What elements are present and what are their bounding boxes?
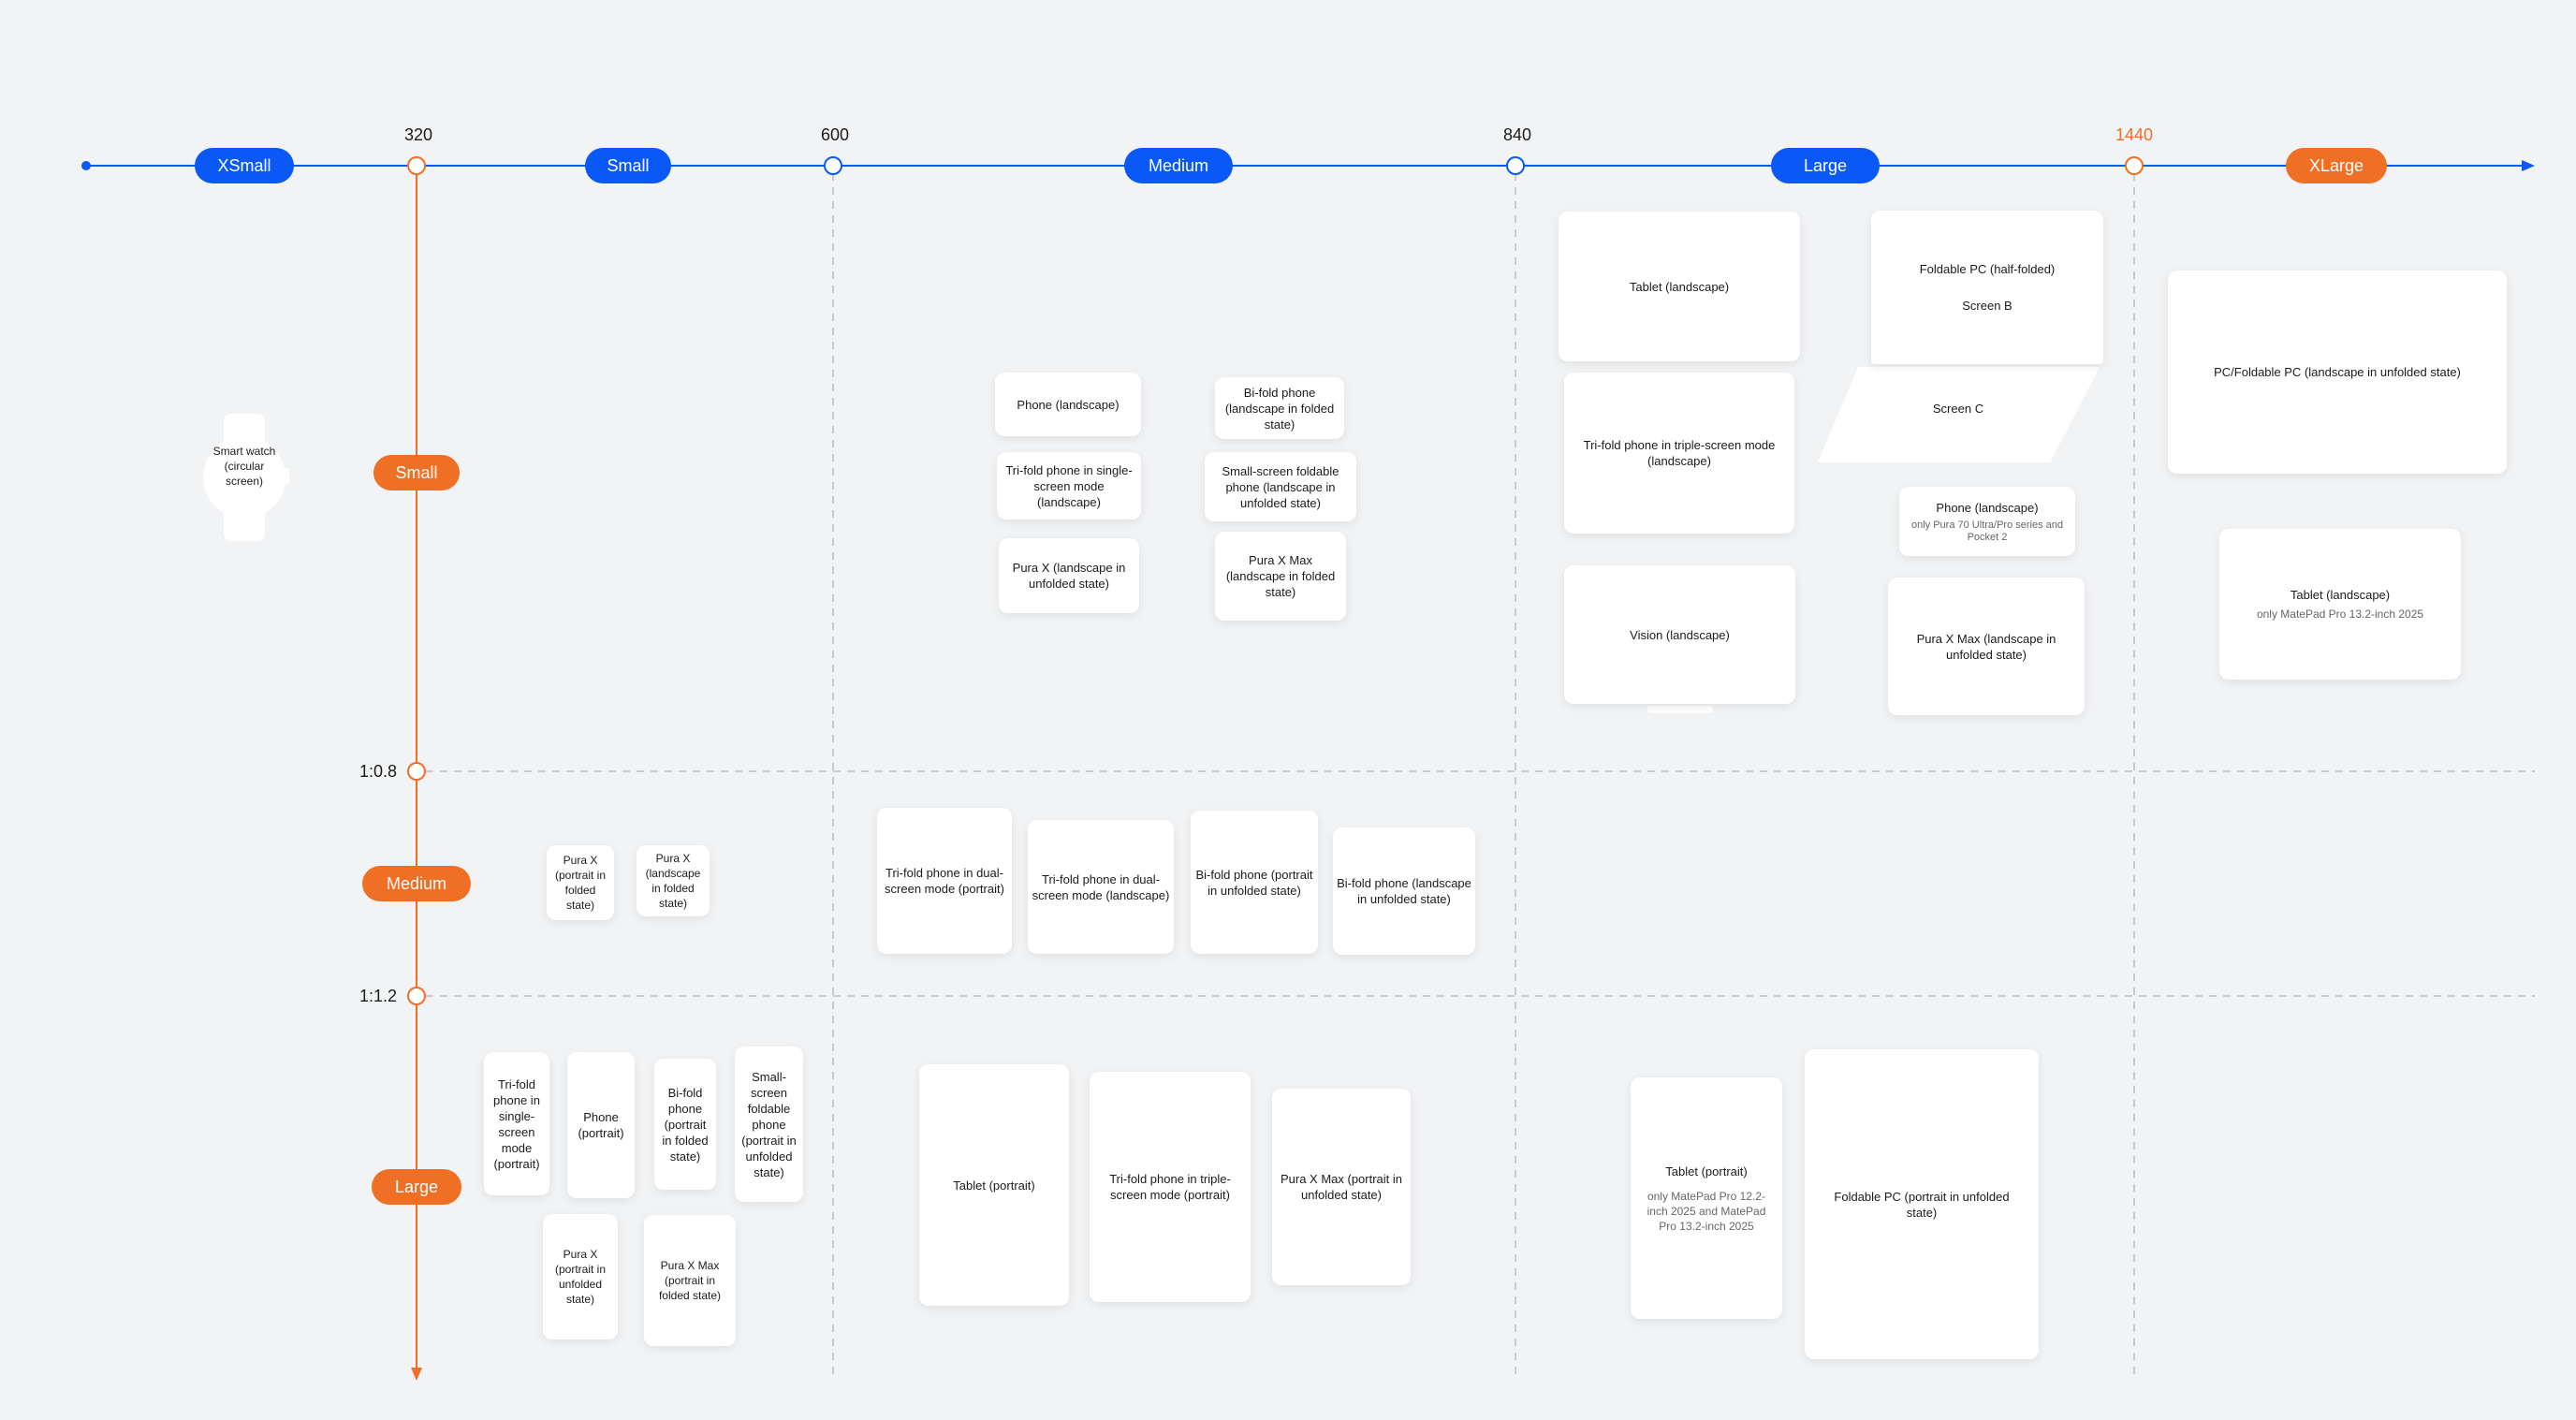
device-vision-landscape: Vision (landscape) <box>1564 565 1795 704</box>
width-axis-origin <box>81 161 91 170</box>
device-label: Bi-fold phone (landscape in folded state… <box>1224 385 1335 432</box>
width-class-large: Large <box>1771 148 1880 183</box>
tick-840: 840 <box>1502 125 1532 144</box>
device-label: Bi-fold phone (portrait in unfolded stat… <box>1195 867 1313 898</box>
width-axis-arrow-icon <box>2522 160 2535 171</box>
device-pura-x-landscape-folded: Pura X (landscape in folded state) <box>637 845 710 916</box>
device-pura-x-max-landscape-folded: Pura X Max (landscape in folded state) <box>1215 532 1346 621</box>
device-label: Pura X Max (landscape in folded state) <box>1225 553 1336 599</box>
device-label: Foldable PC (portrait in unfolded state) <box>1834 1189 2010 1220</box>
width-class-medium: Medium <box>1124 148 1233 183</box>
device-bifold-landscape-unfolded: Bi-fold phone (landscape in unfolded sta… <box>1333 827 1475 955</box>
tick-1440: 1440 <box>2115 125 2154 144</box>
device-trifold-single-portrait: Tri-fold phone in single-screen mode (po… <box>484 1052 549 1195</box>
device-pura-x-max-landscape-unfolded: Pura X Max (landscape in unfolded state) <box>1888 578 2085 715</box>
device-label: PC/Foldable PC (landscape in unfolded st… <box>2214 365 2461 379</box>
width-class-xlarge: XLarge <box>2286 148 2387 183</box>
device-trifold-triple-landscape: Tri-fold phone in triple-screen mode (la… <box>1564 373 1794 534</box>
device-tablet-portrait-large: Tablet (portrait) only MatePad Pro 12.2-… <box>1631 1077 1782 1319</box>
device-label: Tri-fold phone in triple-screen mode (po… <box>1109 1172 1231 1202</box>
vision-stand-icon <box>1647 706 1713 713</box>
device-label: Tri-fold phone in dual-screen mode (port… <box>885 866 1004 896</box>
device-label: Phone (landscape) <box>1936 500 2039 515</box>
device-label: Bi-fold phone (portrait in folded state) <box>662 1085 709 1164</box>
breakpoint-320-marker <box>407 156 426 175</box>
device-pc-landscape-unfolded: PC/Foldable PC (landscape in unfolded st… <box>2168 271 2507 474</box>
tick-320: 320 <box>403 125 433 144</box>
device-small-foldable-portrait-unfolded: Small-screen foldable phone (portrait in… <box>735 1047 803 1202</box>
device-tablet-landscape-xlarge: Tablet (landscape) only MatePad Pro 13.2… <box>2219 529 2461 680</box>
height-class-small: Small <box>373 455 460 490</box>
device-label: Tablet (landscape) <box>2290 588 2391 602</box>
device-trifold-dual-landscape: Tri-fold phone in dual-screen mode (land… <box>1028 820 1174 954</box>
device-pura-x-max-portrait-unfolded: Pura X Max (portrait in unfolded state) <box>1272 1089 1411 1285</box>
device-label: Bi-fold phone (landscape in unfolded sta… <box>1337 876 1471 906</box>
device-note: only MatePad Pro 12.2-inch 2025 and Mate… <box>1647 1189 1766 1233</box>
device-label: Pura X (landscape in unfolded state) <box>1012 561 1126 591</box>
tick-600: 600 <box>820 125 850 144</box>
device-note: only MatePad Pro 13.2-inch 2025 <box>2256 608 2424 621</box>
width-class-small: Small <box>585 148 671 183</box>
device-bifold-portrait-unfolded: Bi-fold phone (portrait in unfolded stat… <box>1191 811 1318 954</box>
device-label: Pura X (landscape in folded state) <box>645 852 701 910</box>
device-label: Tablet (portrait) <box>1665 1164 1748 1178</box>
ratio-0-8-marker <box>407 762 426 781</box>
device-pura-x-portrait-unfolded: Pura X (portrait in unfolded state) <box>543 1214 618 1339</box>
height-class-large: Large <box>372 1169 461 1205</box>
device-label: Tri-fold phone in dual-screen mode (land… <box>1032 871 1170 902</box>
foldable-pc-screen-c-shape <box>1818 367 2100 462</box>
device-label: Phone (landscape) <box>1017 397 1120 412</box>
screen-c-label: Screen C <box>1932 402 1984 416</box>
device-foldable-pc-portrait-unfolded: Foldable PC (portrait in unfolded state) <box>1805 1049 2039 1359</box>
device-pura-x-max-portrait-folded: Pura X Max (portrait in folded state) <box>644 1215 736 1346</box>
smart-watch-icon <box>203 414 289 541</box>
device-label: Pura X Max (landscape in unfolded state) <box>1916 631 2056 662</box>
device-label: Small-screen foldable phone (portrait in… <box>741 1069 797 1179</box>
device-label: Pura X (portrait in unfolded state) <box>554 1248 607 1306</box>
device-trifold-triple-portrait: Tri-fold phone in triple-screen mode (po… <box>1090 1072 1251 1302</box>
breakpoint-840-marker <box>1506 156 1525 175</box>
device-bifold-portrait-folded: Bi-fold phone (portrait in folded state) <box>654 1059 716 1190</box>
device-label: Small-screen foldable phone (landscape i… <box>1222 463 1339 510</box>
device-note: only Pura 70 Ultra/Pro series and Pocket… <box>1910 519 2064 543</box>
height-axis-arrow-icon <box>411 1368 422 1381</box>
device-label: Pura X Max (portrait in unfolded state) <box>1280 1172 1403 1202</box>
device-label: Tri-fold phone in single-screen mode (po… <box>493 1076 540 1171</box>
screen-b-label: Screen B <box>1962 299 2012 313</box>
device-label: Foldable PC (half-folded) <box>1919 262 2056 276</box>
device-label: Tablet (landscape) <box>1629 279 1730 294</box>
device-tablet-landscape: Tablet (landscape) <box>1559 212 1800 361</box>
smart-watch-label: Smart watch (circular screen) <box>212 445 276 488</box>
ratio-label-0-8: 1:0.8 <box>359 762 398 781</box>
width-class-xsmall: XSmall <box>195 148 294 183</box>
device-phone-landscape: Phone (landscape) <box>995 373 1141 436</box>
device-trifold-single-landscape: Tri-fold phone in single-screen mode (la… <box>997 452 1141 520</box>
device-pura-x-portrait-folded: Pura X (portrait in folded state) <box>547 845 614 920</box>
device-pura-x-landscape-unfolded: Pura X (landscape in unfolded state) <box>999 538 1139 613</box>
device-small-foldable-landscape-unfolded: Small-screen foldable phone (landscape i… <box>1205 452 1356 521</box>
device-label: Pura X (portrait in folded state) <box>554 854 607 912</box>
device-phone-portrait: Phone (portrait) <box>567 1052 635 1198</box>
device-tablet-portrait: Tablet (portrait) <box>919 1064 1069 1306</box>
breakpoint-600-marker <box>824 156 842 175</box>
ratio-label-1-2: 1:1.2 <box>359 987 398 1005</box>
height-class-medium: Medium <box>362 866 471 901</box>
device-label: Phone (portrait) <box>578 1110 624 1140</box>
device-trifold-dual-portrait: Tri-fold phone in dual-screen mode (port… <box>877 808 1012 954</box>
device-label: Pura X Max (portrait in folded state) <box>658 1259 722 1302</box>
device-phone-landscape-special: Phone (landscape) only Pura 70 Ultra/Pro… <box>1899 487 2075 556</box>
device-label: Tri-fold phone in triple-screen mode (la… <box>1583 438 1776 468</box>
device-bifold-landscape-folded: Bi-fold phone (landscape in folded state… <box>1215 377 1344 439</box>
device-foldable-pc-half-folded: Foldable PC (half-folded) Screen B <box>1871 211 2103 364</box>
ratio-1-2-marker <box>407 987 426 1005</box>
device-label: Tri-fold phone in single-screen mode (la… <box>1005 462 1133 509</box>
device-label: Vision (landscape) <box>1630 627 1730 642</box>
device-label: Tablet (portrait) <box>953 1178 1035 1193</box>
breakpoint-1440-marker <box>2125 156 2144 175</box>
